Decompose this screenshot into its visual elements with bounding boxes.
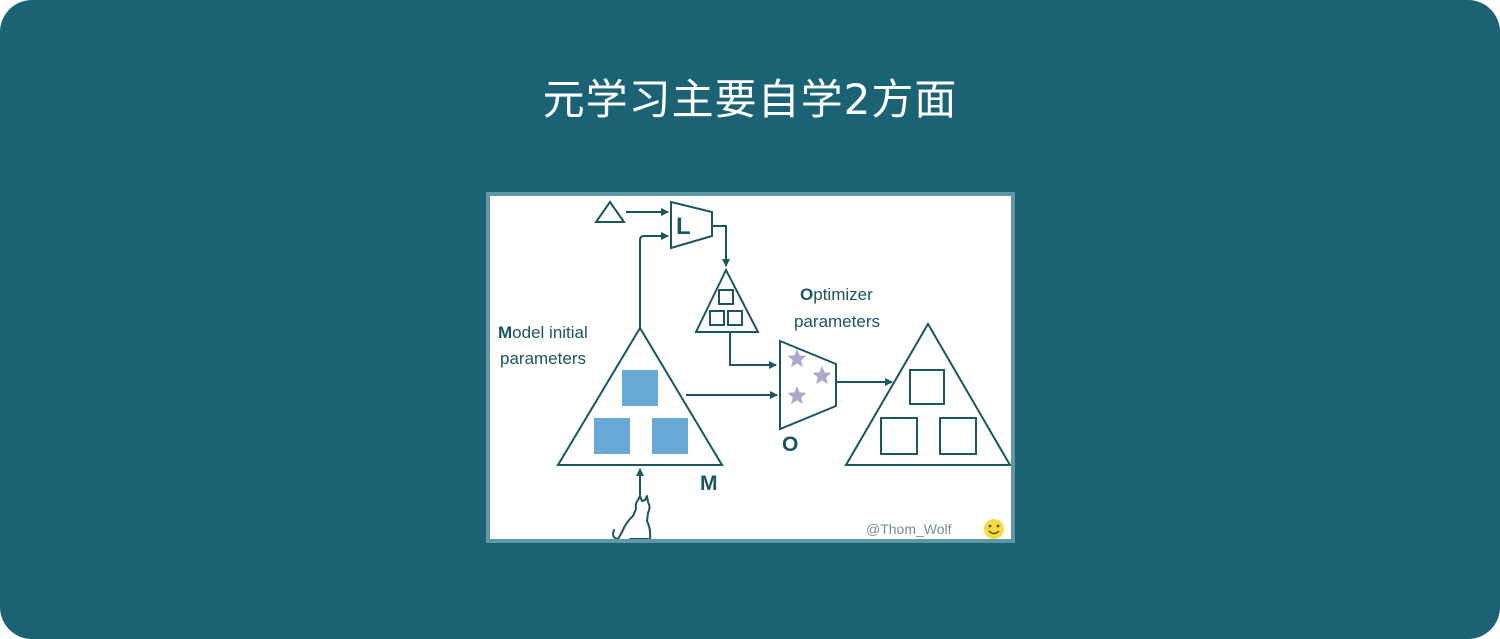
optimizer-star-1	[787, 349, 807, 368]
loss-label: L	[676, 213, 691, 240]
model-label-line1: Model initial	[498, 323, 588, 342]
cat-icon	[612, 495, 652, 539]
meta-learning-diagram: L Model initial parameters	[498, 200, 1011, 539]
model-param-square-top	[622, 370, 658, 406]
optimizer-letter: O	[782, 433, 798, 456]
updated-param-square-right	[939, 417, 977, 455]
loss-block	[670, 200, 713, 250]
updated-param-square-top	[909, 369, 945, 405]
optimizer-label-line2: parameters	[794, 312, 880, 331]
model-letter: M	[700, 472, 718, 495]
optimizer-star-2	[812, 366, 832, 385]
optimizer-label-rest: ptimizer	[813, 285, 873, 304]
watermark: @Thom_Wolf	[866, 521, 952, 537]
target-triangle	[594, 200, 626, 223]
gradient-square-right	[727, 310, 743, 326]
model-param-square-left	[594, 418, 630, 454]
model-label-initial: M	[498, 323, 512, 342]
gradient-square-left	[709, 310, 725, 326]
optimizer-block	[779, 339, 837, 431]
hugging-face-emoji-icon	[984, 519, 1004, 539]
optimizer-label-line1: Optimizer	[800, 285, 873, 304]
gradient-square-top	[718, 289, 734, 305]
model-label-line2: parameters	[500, 349, 586, 368]
meta-learning-figure: L Model initial parameters	[486, 192, 1015, 543]
arrow-model-to-loss	[639, 232, 669, 328]
optimizer-star-3	[787, 386, 807, 405]
model-param-square-right	[652, 418, 688, 454]
model-label-rest: odel initial	[512, 323, 588, 342]
optimizer-label-initial: O	[800, 285, 813, 304]
updated-param-square-left	[880, 417, 918, 455]
model-triangle	[556, 326, 724, 466]
arrow-gradient-to-optimizer	[729, 332, 777, 369]
slide-title: 元学习主要自学2方面	[542, 75, 958, 124]
gradient-triangle	[694, 267, 760, 333]
arrow-loss-to-gradient	[712, 225, 730, 267]
updated-model-triangle	[844, 322, 1011, 466]
